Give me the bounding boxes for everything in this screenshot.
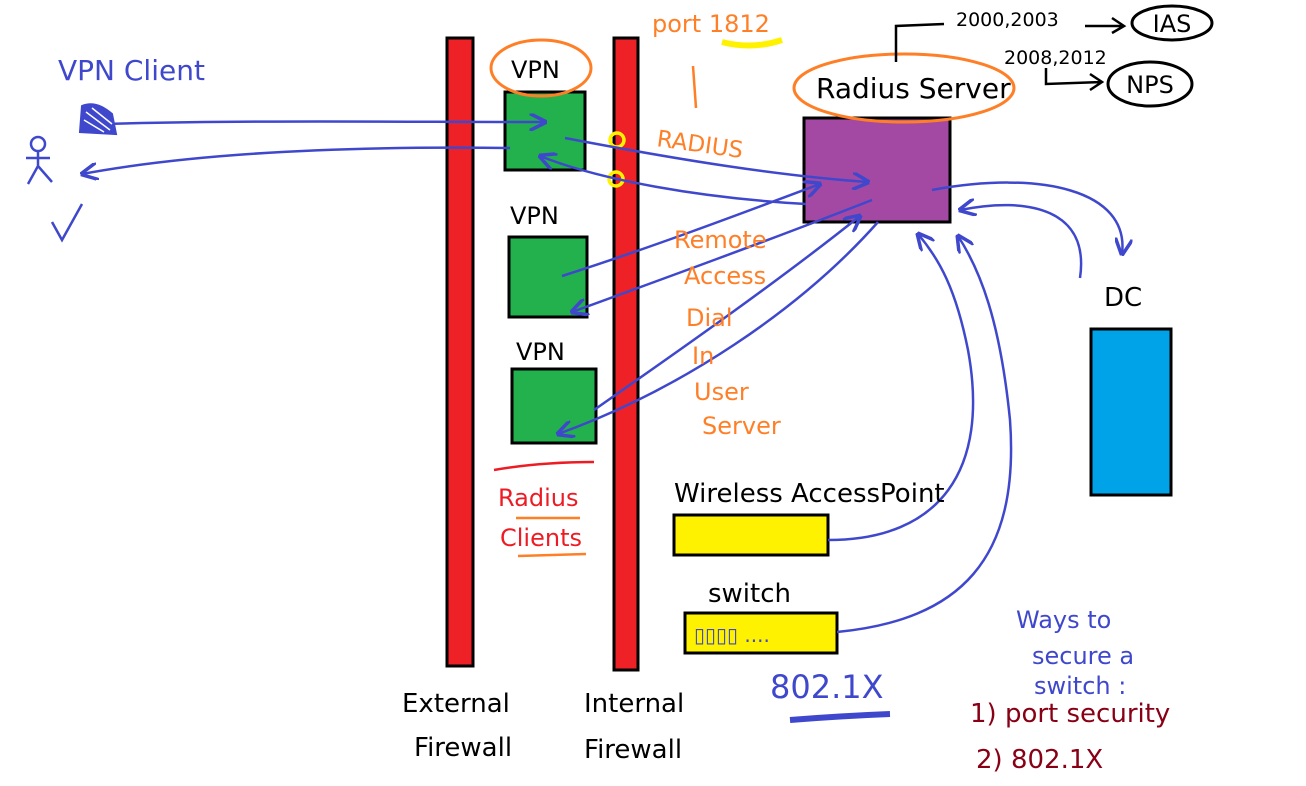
vpn-client-label: VPN Client [58,54,205,87]
dot1x-label: 802.1X [770,668,884,706]
arrow-vpn-to-radius [564,136,868,182]
arrow-radius-to-dc [931,181,1122,254]
arrow-switch-to-radius [836,236,1013,634]
switch-ports-label: ▯▯▯▯ .... [694,623,770,647]
dc-label: DC [1104,283,1142,313]
internal-firewall [612,36,640,672]
arrow-ap-to-radius [827,234,975,542]
dot1x-underline [789,711,891,723]
external-firewall-line-1: External [402,689,510,719]
arrow-dc-to-radius [960,205,1083,279]
checkmark-icon [50,203,84,243]
way-2-label: 2) 802.1X [976,745,1103,775]
ias-ellipse [1130,4,1214,42]
radius-protocol-label: RADIUS [655,126,744,164]
wireless-access-point-box [672,513,830,557]
way-1-label: 1) port security [970,699,1170,729]
arrow-client-to-vpn [99,122,545,125]
arrow-vpn2-to-radius [561,184,820,278]
arrow-vpn-to-client [82,146,511,174]
arrow-radius-to-vpn3 [558,221,879,434]
domain-controller-box [1089,327,1173,497]
vpn-label-ellipse [489,38,593,98]
version-old-label: 2000,2003 [956,9,1059,31]
acronym-line-dial: Dial [686,304,733,332]
vpn-label-1: VPN [511,56,560,84]
switch-box [683,611,839,655]
vpn-server-3 [510,367,598,445]
vpn-label-3: VPN [516,338,565,366]
arrow-radius-to-vpn2 [572,198,873,312]
vpn-server-2 [507,235,589,319]
acronym-line-remote: Remote [674,226,767,254]
wireless-ap-label: Wireless AccessPoint [674,479,945,509]
version-connector-line [894,22,945,62]
radius-clients-underline-1 [493,460,595,472]
radius-clients-line-2: Clients [500,524,582,552]
arrow-vpn3-to-radius [593,216,860,412]
radius-server-box [802,116,952,224]
ways-line-3: switch : [1034,672,1126,700]
person-icon [26,135,53,185]
external-firewall [445,36,475,668]
nps-ellipse [1106,60,1194,108]
radius-clients-underline-3 [517,552,587,558]
nps-arrow [1044,68,1105,92]
arrow-radius-to-vpn [540,156,807,206]
ways-line-1: Ways to [1016,606,1111,634]
radius-clients-line-1: Radius [498,484,578,512]
nps-label: NPS [1126,71,1174,99]
radius-server-label-ellipse [792,52,1016,124]
acronym-line-server: Server [702,412,781,440]
radius-server-label: Radius Server [816,72,1011,105]
ways-line-2: secure a [1032,642,1134,670]
switch-label: switch [708,579,791,609]
port-highlight [721,37,783,49]
acronym-line-in: In [692,342,714,370]
ias-label: IAS [1153,10,1192,38]
internal-firewall-line-2: Firewall [584,735,682,765]
acronym-line-user: User [694,378,749,406]
version-new-label: 2008,2012 [1004,47,1107,69]
internal-firewall-line-1: Internal [584,689,684,719]
ias-arrow [1085,16,1127,35]
vpn-client-device-icon [78,103,118,136]
port-tick [691,65,698,109]
acronym-line-access: Access [684,262,766,290]
external-firewall-line-2: Firewall [414,733,512,763]
port-label: port 1812 [652,10,770,38]
vpn-label-2: VPN [510,202,559,230]
